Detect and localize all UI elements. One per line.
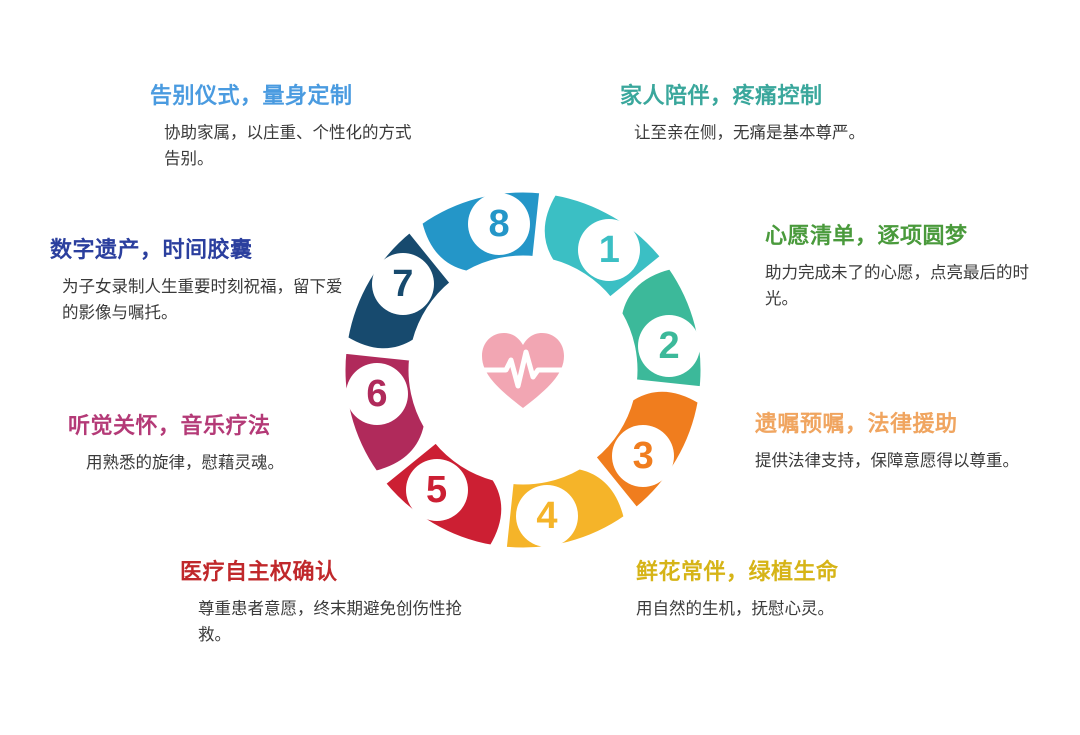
heart-pulse-svg bbox=[481, 333, 565, 408]
wheel-number-5[interactable]: 5 bbox=[405, 459, 468, 522]
wheel-label-4: 鲜花常伴，绿植生命 用自然的生机，抚慰心灵。 bbox=[636, 558, 936, 622]
wheel-label-7-title: 数字遗产，时间胶囊 bbox=[50, 237, 253, 262]
wheel-label-1-title: 家人陪伴，疼痛控制 bbox=[620, 83, 823, 108]
wheel-label-7: 数字遗产，时间胶囊 为子女录制人生重要时刻祝福，留下爱的影像与嘱托。 bbox=[50, 236, 350, 327]
wheel-label-6: 听觉关怀，音乐疗法 用熟悉的旋律，慰藉灵魂。 bbox=[68, 412, 353, 476]
wheel-label-6-title: 听觉关怀，音乐疗法 bbox=[68, 413, 271, 438]
wheel-label-3-title: 遗嘱预嘱，法律援助 bbox=[755, 411, 958, 436]
wheel-label-6-body: 用熟悉的旋律，慰藉灵魂。 bbox=[86, 453, 284, 472]
heart-pulse-icon bbox=[480, 330, 566, 410]
wheel-label-5: 医疗自主权确认 尊重患者意愿，终末期避免创伤性抢救。 bbox=[180, 558, 480, 649]
wheel-label-1-body: 让至亲在侧，无痛是基本尊严。 bbox=[634, 123, 865, 142]
wheel-label-8-title: 告别仪式，量身定制 bbox=[150, 83, 353, 108]
wheel-label-5-body: 尊重患者意愿，终末期避免创伤性抢救。 bbox=[198, 599, 462, 645]
wheel-number-1[interactable]: 1 bbox=[578, 218, 641, 281]
wheel-label-4-body: 用自然的生机，抚慰心灵。 bbox=[636, 599, 834, 618]
wheel-label-8: 告别仪式，量身定制 协助家属，以庄重、个性化的方式告别。 bbox=[150, 82, 420, 173]
wheel-number-2[interactable]: 2 bbox=[638, 315, 701, 378]
wheel-label-2-body: 助力完成未了的心愿，点亮最后的时光。 bbox=[765, 263, 1029, 309]
wheel-label-5-title: 医疗自主权确认 bbox=[180, 559, 338, 584]
wheel-label-1: 家人陪伴，疼痛控制 让至亲在侧，无痛是基本尊严。 bbox=[620, 82, 920, 146]
wheel-number-4[interactable]: 4 bbox=[515, 485, 578, 548]
wheel-label-3-body: 提供法律支持，保障意愿得以尊重。 bbox=[755, 451, 1019, 470]
wheel-label-7-body: 为子女录制人生重要时刻祝福，留下爱的影像与嘱托。 bbox=[62, 277, 343, 323]
wheel-number-6[interactable]: 6 bbox=[345, 362, 408, 425]
wheel-number-8[interactable]: 8 bbox=[468, 192, 531, 255]
wheel-label-3: 遗嘱预嘱，法律援助 提供法律支持，保障意愿得以尊重。 bbox=[755, 410, 1035, 474]
wheel-label-2-title: 心愿清单，逐项圆梦 bbox=[765, 223, 968, 248]
wheel-label-4-title: 鲜花常伴，绿植生命 bbox=[636, 559, 839, 584]
wheel-number-3[interactable]: 3 bbox=[612, 425, 675, 488]
wheel-number-7[interactable]: 7 bbox=[371, 252, 434, 315]
wheel-label-8-body: 协助家属，以庄重、个性化的方式告别。 bbox=[164, 123, 412, 169]
wheel-label-2: 心愿清单，逐项圆梦 助力完成未了的心愿，点亮最后的时光。 bbox=[765, 222, 1045, 313]
